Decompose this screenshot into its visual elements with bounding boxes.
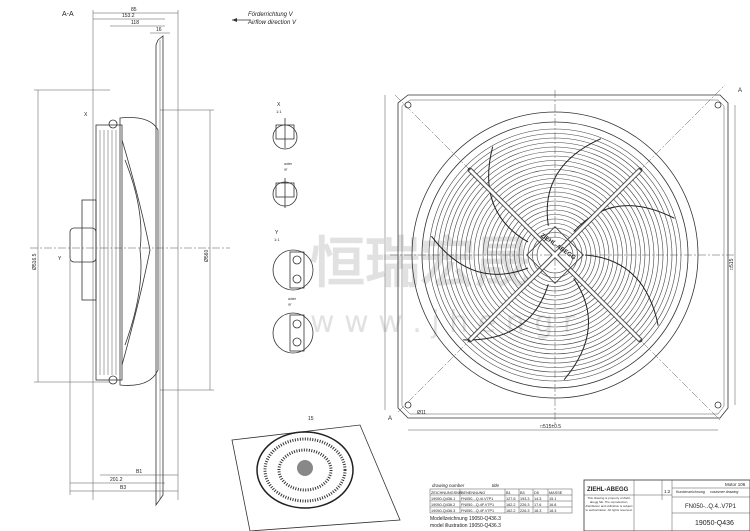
dim-top2: 153.2: [122, 13, 135, 19]
dim-front-height: □515: [729, 258, 735, 270]
section-label: A-A: [62, 11, 74, 18]
table-cell: 226.3: [520, 503, 530, 507]
watermark-url: w w w . j h e n g r: [310, 305, 576, 340]
perspective-view: 15: [231, 416, 401, 531]
dim-b2: 201.2: [110, 477, 123, 483]
detail-x-label: X: [277, 102, 281, 108]
table-cell: 17.6: [534, 503, 541, 507]
fan-blade: [488, 146, 529, 243]
table-cell: 162.2: [506, 509, 516, 513]
table-header: D5: [534, 491, 539, 495]
fan-blade: [431, 235, 529, 275]
dim-b1: B1: [136, 469, 142, 475]
motor-label: Motor 106: [725, 482, 746, 487]
dim-top3: 118: [131, 20, 139, 26]
label-x: X: [84, 112, 88, 118]
guard-ring: [482, 182, 628, 328]
table-header: ZEICHNUNGSNR: [431, 491, 462, 495]
table-note-de: Modellzeichnung 19050-Q436.3: [430, 516, 501, 522]
detail-views: X 1:1 oder or Y 1:1 oder or: [272, 102, 314, 354]
dim-b3: B3: [120, 485, 126, 491]
dim-front-width: □515±0.5: [540, 424, 561, 430]
guard-ring: [500, 200, 610, 310]
table-caption-title: title: [492, 483, 500, 488]
scale: 1:2: [664, 489, 671, 494]
side-section-view: A-A 85 153.2 118 16 X Y Ø516.5 Ø560 B1 2…: [30, 7, 230, 507]
guard-ring: [469, 169, 641, 341]
table-cell: FN050-..Q.4I.V7P1: [461, 497, 493, 501]
table-cell: 127.6: [506, 497, 516, 501]
airflow-en: Airflow direction V: [247, 20, 297, 26]
section-mark-bottom: A: [388, 416, 392, 422]
drawing-type-de: Kundenzeichnung: [676, 490, 705, 494]
detail-or1-label: oder: [284, 161, 293, 166]
dim-left-dia: Ø516.5: [32, 253, 38, 270]
dim-top4: 16: [156, 27, 162, 33]
drawing-number: 19050-Q436: [695, 520, 734, 527]
detail-y-scale: 1:1: [274, 237, 280, 242]
detail-or1-sub: or: [284, 167, 288, 172]
detail-x-scale: 1:1: [276, 109, 282, 114]
table-cell: 19050-Q436.3: [431, 509, 455, 513]
guard-ring: [496, 196, 614, 314]
airflow-de: Förderrichtung V: [248, 12, 294, 18]
label-y: Y: [58, 256, 62, 262]
section-mark-top: A: [738, 88, 742, 94]
table-cell: 19050-Q436.1: [431, 497, 455, 501]
table-cell: 162.2: [506, 503, 516, 507]
guard-ring: [487, 187, 623, 323]
company-logo: ZIEHL-ABEGG: [587, 487, 629, 493]
detail-y-label: Y: [275, 230, 279, 236]
type-number: FN050-..Q.4..V7P1: [685, 504, 737, 510]
table-header: BENENNUNG: [461, 491, 485, 495]
fan-blade: [546, 138, 602, 226]
table-cell: 193.3: [520, 497, 530, 501]
fan-blade: [573, 205, 675, 232]
table-cell: 19050-Q436.2: [431, 503, 455, 507]
table-cell: FN050-..Q.4F.V7P1: [461, 503, 494, 507]
table-cell: 15.1: [549, 497, 556, 501]
fan-blade: [563, 278, 589, 380]
perspective-label: 15: [308, 416, 314, 422]
table-cell: 14.3: [534, 497, 541, 501]
guard-ring: [514, 214, 596, 296]
airflow-direction: Förderrichtung V Airflow direction V: [232, 12, 297, 26]
table-cell: 18.3: [549, 509, 556, 513]
table-caption-number: drawing number: [432, 483, 465, 488]
dim-top1: 85: [131, 7, 137, 13]
table-cell: 226.3: [520, 509, 530, 513]
dim-right-dia: Ø560: [204, 250, 210, 262]
title-block: ZIEHL-ABEGG 1:2 Motor 106 Kundenzeichnun…: [583, 479, 750, 531]
table-header: B1: [506, 491, 511, 495]
table-note-en: model illustration 19050-Q436.3: [430, 523, 501, 529]
table-header: B3: [520, 491, 525, 495]
table-cell: 18.3: [534, 509, 541, 513]
drawing-type-en: customer drawing: [710, 490, 738, 494]
fan-blade: [463, 284, 549, 341]
table-cell: FN050-..Q.4F.V7P1: [461, 509, 494, 513]
dim-hole: Ø11: [417, 410, 426, 416]
detail-or2-label: oder: [288, 296, 297, 301]
copyright-notice: This drawing is property of Ziehl-abegg …: [585, 496, 633, 512]
fan-blade: [584, 254, 659, 326]
front-view: ZIEHL-ABEGG □515±0.5 □515 Ø11 A A: [384, 84, 742, 431]
table-header: MASSE: [549, 491, 563, 495]
table-cell: 16.8: [549, 503, 556, 507]
detail-or2-sub: or: [288, 302, 292, 307]
